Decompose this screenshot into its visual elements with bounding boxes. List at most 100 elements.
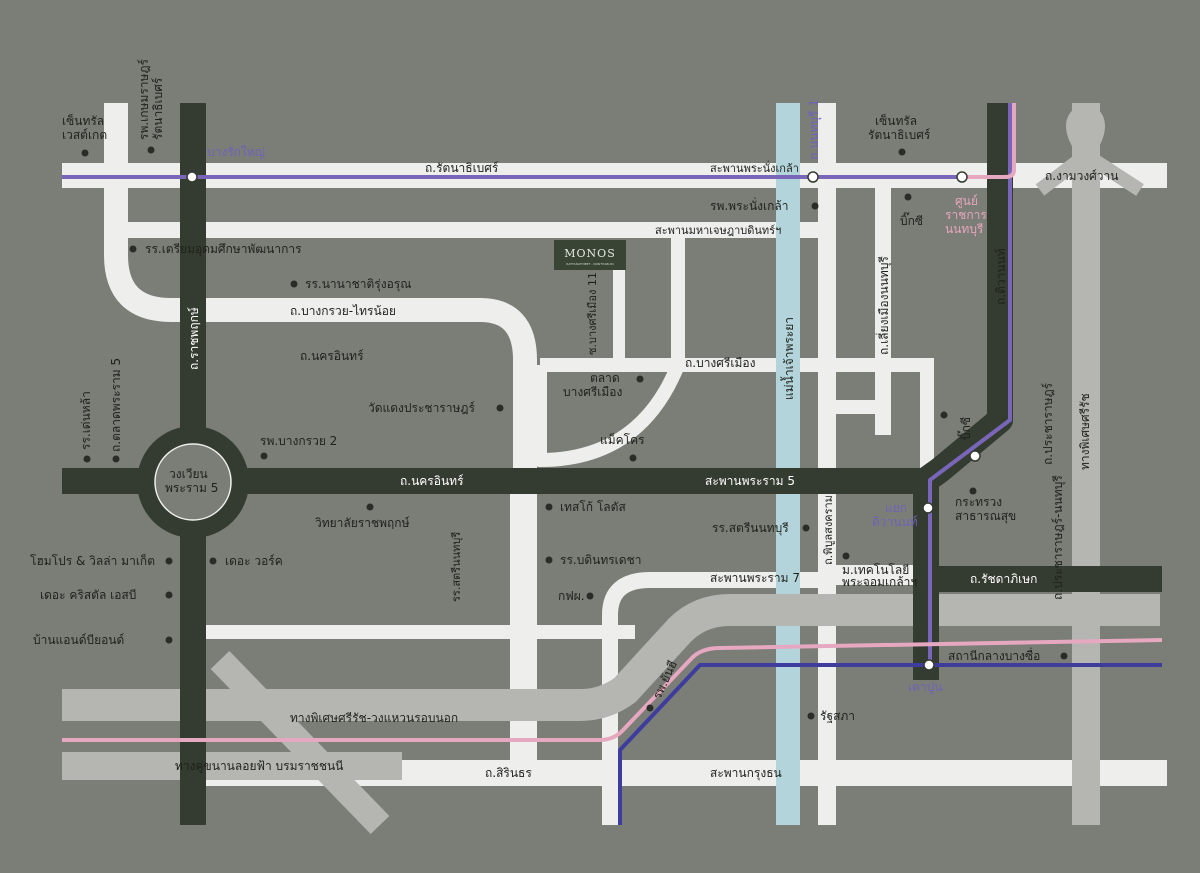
road-liang-muang-loop	[836, 400, 891, 414]
station-tiwanon	[922, 502, 934, 514]
expressways	[62, 103, 1160, 835]
road-soi-11	[613, 250, 625, 365]
monos-logo: MONOS RATTANATHIBET - NONTHABURI	[554, 240, 626, 270]
logo-text: MONOS	[564, 247, 615, 260]
stations	[186, 171, 981, 671]
poi-big-c-2	[940, 411, 948, 419]
label-maha-chesada-bridge: สะพานมหาเจษฎาบดินทร์ฯ	[655, 224, 781, 237]
label-central-rattanathibet: เซ็นทรัลรัตนาธิเบศร์	[868, 113, 931, 142]
label-bang-kruai-hospital: รพ.บางกรวย 2	[260, 434, 337, 448]
expressway-srirat-vertical	[1072, 103, 1100, 825]
label-bang-kruai-sai-noi-rd: ถ.บางกรวย-ไทรน้อย	[290, 304, 396, 318]
label-tesco: เทสโก้ โลตัส	[560, 500, 626, 514]
label-ratchaphruek-college: วิทยาลัยราชพฤกษ์	[315, 516, 410, 530]
label-nakhon-in-rd-1: ถ.นครอินทร์	[300, 349, 364, 363]
label-crystal: เดอะ คริสตัล เอสบี	[40, 588, 136, 602]
label-ngamwongwan-rd: ถ.งามวงศ์วาน	[1045, 169, 1118, 183]
label-bandit: รร.บดินทรเดชา	[560, 553, 641, 567]
label-ramintra-rd: ถ.พิบูลสงคราม	[822, 495, 835, 565]
rama5-roundabout-center	[154, 443, 232, 521]
poi-wat-daeng	[496, 404, 504, 412]
road-east-loop	[920, 358, 934, 468]
label-homepro: โฮมโปร & วิลล่า มาเก็ต	[30, 553, 155, 568]
poi-yanhee	[646, 704, 654, 712]
label-parliament: รัฐสภา	[820, 709, 855, 723]
label-rattanathibet-rd: ถ.รัตนาธิเบศร์	[425, 161, 499, 175]
label-rama5-circle: วงเวียนพระราม 5	[165, 467, 218, 495]
label-bang-rak-yai: บางรักใหญ่	[207, 145, 265, 159]
label-phra-nang-klao-bridge: สะพานพระนั่งเกล้า	[710, 160, 799, 175]
map-labels: เซ็นทรัลเวสต์เกต รพ.เกษมราษฎร์รัตนาธิเบศ…	[30, 58, 1118, 781]
label-kasemrad: รพ.เกษมราษฎร์รัตนาธิเบศร์	[137, 58, 165, 140]
expressway-srirat-outer-ring	[62, 594, 1160, 721]
poi-triam-udom	[129, 245, 137, 253]
poi-ban-beyond	[165, 636, 173, 644]
road-maha-chesada-bridge	[125, 222, 825, 238]
poi-big-c-1	[904, 193, 912, 201]
label-rama5-bridge: สะพานพระราม 5	[705, 474, 795, 488]
poi-kmutnb	[842, 552, 850, 560]
label-nonthaburi-1-rd: ถ.นนทบุรี 1	[807, 99, 822, 160]
poi-the-walk	[209, 557, 217, 565]
label-soi-11: ซ.บางศรีเมือง 11	[586, 272, 599, 355]
label-bang-sue-station: สถานีกลางบางซื่อ	[948, 647, 1040, 663]
pink-line-vertical	[962, 103, 1016, 179]
label-wat-daeng: วัดแดงประชาราษฎร์	[368, 401, 475, 415]
poi-phra-nang-klao-hospital	[811, 202, 819, 210]
purple-line-vertical	[928, 103, 1012, 665]
label-rama5-rd: ถ.ตลาดพระราม 5	[109, 358, 123, 452]
logo-subtext: RATTANATHIBET - NONTHABURI	[566, 262, 613, 266]
poi-makro	[629, 454, 637, 462]
station-bang-rak-yai	[186, 171, 198, 183]
poi-kasemrad	[147, 146, 155, 154]
logo-box	[554, 240, 626, 270]
poi-homepro	[165, 557, 173, 565]
road-bang-si-muang-loop	[533, 238, 685, 467]
expressway-diagonal	[210, 650, 390, 835]
label-sanitwong: รร.เด่นหล้า	[79, 391, 93, 450]
poi-rama5-market	[112, 455, 120, 463]
label-ban-beyond: บ้านแอนด์บียอนด์	[33, 633, 124, 647]
label-big-c-1: บิ๊กซี	[900, 212, 923, 228]
label-bang-si-muang-rd: ถ.บางศรีเมือง	[685, 356, 755, 370]
label-gov-center: ศูนย์ราชการนนทบุรี	[945, 194, 987, 237]
label-bang-si-muang-market: ตลาดบางศรีเมือง	[563, 371, 622, 399]
road-liang-muang	[875, 185, 891, 435]
label-krung-thon-bridge: สะพานกรุงธน	[710, 766, 782, 781]
poi-nanachart	[290, 280, 298, 288]
poi-egat	[586, 592, 594, 600]
poi-crystal	[165, 591, 173, 599]
poi-bang-kruai-hospital	[260, 452, 268, 460]
label-prachachuen-rd: ถ.ประชาราษฎร์	[1041, 382, 1055, 465]
label-sirindhorn-rd: ถ.สิรินธร	[485, 766, 532, 780]
poi-central-rattanathibet	[898, 148, 906, 156]
label-nakhon-in-rd-2: ถ.นครอินทร์	[400, 474, 464, 488]
poi-dots	[81, 146, 1068, 720]
label-tiwanon-junction: แยกติวานนท์	[872, 501, 918, 529]
label-ministry-health: กระทรวงสาธารณสุข	[955, 495, 1016, 524]
poi-bang-sue-station	[1060, 652, 1068, 660]
poi-sanitwong	[83, 455, 91, 463]
road-kmutnb	[836, 565, 926, 585]
label-kmutnb: ม.เทคโนโลยีพระจอมเกล้าฯ	[842, 563, 917, 589]
label-bang-sue-expressway: ทางพิเศษศรีรัช	[1078, 393, 1092, 470]
poi-ratchaphruek-college	[366, 503, 374, 511]
label-ratchadaphisek-rd: ถ.รัชดาภิเษก	[970, 572, 1037, 586]
station-phra-nang-klao	[807, 171, 819, 183]
road-rama7-approach	[602, 572, 836, 825]
station-tao-poon	[923, 659, 935, 671]
chao-phraya-river	[776, 103, 800, 825]
label-kasemrad-2: รร.สตรีนนทบุรี	[450, 532, 463, 602]
label-liang-muang-rd: ถ.เลี่ยงเมืองนนทบุรี	[875, 256, 892, 355]
label-satrinonthaburi: รร.สตรีนนทบุรี	[712, 521, 789, 536]
label-pakkret-rd: ถ.ประชาราษฎร์-นนทบุรี	[1051, 475, 1066, 600]
expressway-ramp	[1035, 103, 1144, 196]
label-chao-phraya-river: แม่น้ำเจ้าพระยา	[780, 317, 796, 400]
label-tao-poon: เตาปูน	[908, 680, 942, 695]
label-rama7-bridge: สะพานพระราม 7	[710, 571, 800, 585]
label-ratchaphruek-rd: ถ.ราชพฤกษ์	[187, 307, 201, 370]
road-central-horizontal	[205, 625, 635, 639]
label-the-walk: เดอะ วอร์ค	[225, 554, 283, 568]
poi-parliament	[807, 712, 815, 720]
label-triam-udom: รร.เตรียมอุดมศึกษาพัฒนาการ	[145, 242, 302, 257]
